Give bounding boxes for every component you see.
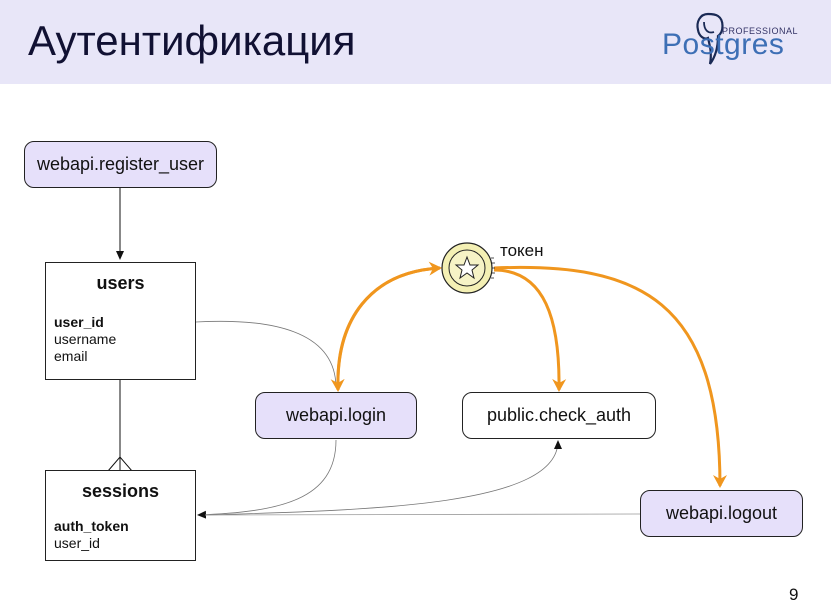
users-field-user-id: user_id — [54, 314, 104, 330]
arrow-sessions-to-check-auth — [204, 440, 562, 516]
arrow-token-to-login — [330, 266, 441, 392]
token-label: токен — [500, 241, 544, 260]
slide-title: Аутентификация — [28, 17, 356, 64]
table-sessions-title: sessions — [81, 481, 160, 501]
table-sessions: sessions auth_token user_id — [45, 470, 196, 561]
arrow-token-to-check-auth — [493, 268, 567, 392]
node-webapi-register-user: webapi.register_user — [24, 141, 217, 188]
logo-professional-text: PROFESSIONAL — [722, 26, 799, 36]
crows-foot — [107, 456, 133, 472]
table-users-title: users — [96, 273, 145, 293]
sessions-field-user-id: user_id — [54, 535, 100, 551]
line-users-to-login — [195, 320, 337, 389]
node-public-check-auth: public.check_auth — [462, 392, 656, 439]
slide-header — [0, 0, 831, 84]
arrow-login-to-sessions — [197, 439, 337, 519]
page-number: 9 — [789, 585, 799, 604]
users-field-username: username — [54, 331, 117, 347]
node-webapi-login: webapi.login — [255, 392, 417, 439]
arrow-login-to-token — [336, 261, 442, 389]
node-webapi-logout: webapi.logout — [640, 490, 803, 537]
line-logout-to-sessions — [204, 513, 641, 516]
postgres-elephant-icon — [696, 12, 724, 65]
users-field-email: email — [54, 348, 88, 364]
table-users: users user_id username email — [45, 262, 196, 380]
arrow-token-to-logout — [493, 265, 727, 488]
token-coin-icon — [441, 242, 495, 294]
logo-postgres-text: Postgres — [662, 28, 785, 61]
sessions-field-auth-token: auth_token — [54, 518, 129, 534]
